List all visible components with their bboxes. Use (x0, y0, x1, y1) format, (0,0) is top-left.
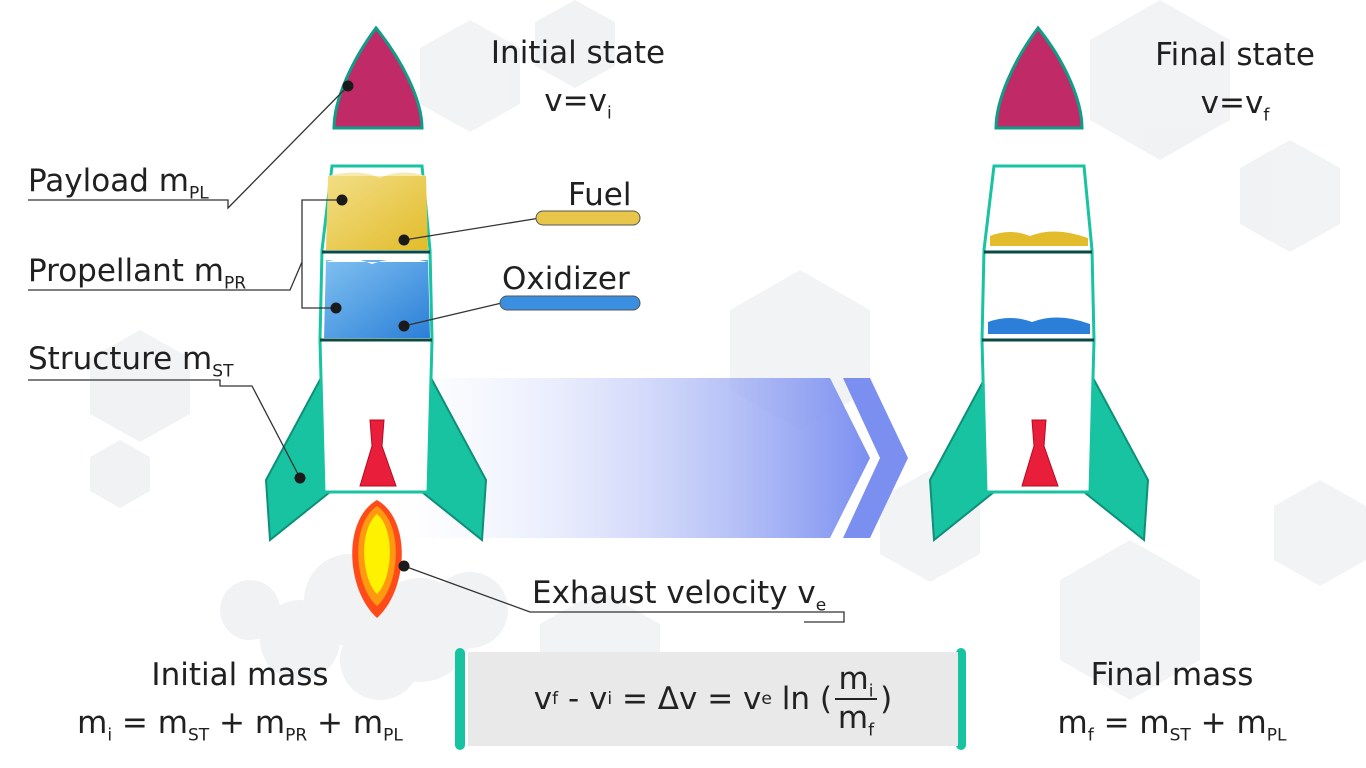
im-plus1: + m (209, 705, 286, 741)
oxidizer-swatch (499, 295, 641, 311)
final-mass-formula: mf = mST + mPL (1032, 705, 1312, 745)
structure-label-text: Structure m (28, 341, 213, 377)
propellant-label-sub: PR (224, 273, 247, 294)
mass-ratio-fraction: mi mf (834, 661, 878, 739)
im-m: m (77, 705, 108, 741)
initial-mass-formula: mi = mST + mPR + mPL (40, 705, 440, 745)
fm-st: ST (1169, 725, 1191, 746)
eq-num: m (838, 661, 869, 698)
leader-lines (28, 85, 845, 623)
im-m-sub: i (107, 725, 113, 746)
im-pl: PL (383, 725, 403, 746)
final-rocket-icon (928, 25, 1150, 542)
fm-plus1: + m (1190, 705, 1267, 741)
initial-velocity-text: v=v (544, 83, 607, 119)
exhaust-velocity-sub: e (815, 595, 827, 616)
initial-mass-title: Initial mass (40, 660, 440, 691)
velocity-arrow-icon (390, 378, 908, 538)
im-eq: = m (112, 705, 188, 741)
fm-m-sub: f (1087, 725, 1094, 746)
final-mass-title-text: Final mass (1090, 657, 1254, 693)
equation-bar-right (956, 648, 966, 750)
im-st: ST (187, 725, 210, 746)
oxidizer-label: Oxidizer (502, 264, 630, 295)
fm-m: m (1057, 705, 1088, 741)
final-velocity-sub: f (1263, 105, 1270, 126)
propellant-label-text: Propellant m (28, 253, 225, 289)
initial-state-title: Initial state (468, 38, 688, 69)
fuel-label: Fuel (568, 180, 631, 211)
eq-ln: ln ( (771, 681, 832, 717)
fuel-swatch (535, 210, 641, 226)
initial-state-velocity: v=vi (468, 83, 688, 123)
final-state-velocity: v=vf (1130, 85, 1340, 125)
exhaust-velocity-label: Exhaust velocity ve (532, 575, 826, 615)
structure-label-sub: ST (212, 361, 234, 382)
eq-den: m (837, 700, 869, 736)
final-state-title-text: Final state (1155, 37, 1315, 73)
im-plus2: + m (307, 705, 384, 741)
eq-close: ) (880, 681, 893, 717)
im-pr: PR (285, 725, 308, 746)
leader-dots (294, 80, 410, 572)
initial-mass-title-text: Initial mass (151, 657, 329, 693)
eq-minus: - v (558, 681, 608, 717)
fraction-denominator: mf (834, 700, 878, 739)
initial-rocket-icon (264, 25, 488, 618)
payload-label-sub: PL (188, 183, 209, 204)
eq-middle: = Δv = v (612, 681, 762, 717)
oxidizer-label-text: Oxidizer (502, 261, 630, 297)
payload-label: Payload mPL (28, 163, 209, 203)
final-mass-title: Final mass (1032, 660, 1312, 691)
eq-den-sub: f (868, 720, 875, 741)
initial-velocity-sub: i (606, 103, 612, 124)
final-velocity-text: v=v (1200, 85, 1264, 121)
exhaust-velocity-text: Exhaust velocity v (532, 575, 816, 611)
propellant-label: Propellant mPR (28, 253, 246, 293)
payload-label-text: Payload m (28, 163, 189, 199)
exhaust-cloud-icon (220, 554, 508, 700)
fm-eq: = m (1093, 705, 1170, 741)
initial-state-title-text: Initial state (490, 35, 666, 71)
eq-vf: v (533, 681, 553, 717)
equation-bar-left (455, 648, 465, 750)
fraction-numerator: mi (834, 661, 878, 703)
structure-label: Structure mST (28, 341, 233, 381)
fuel-label-text: Fuel (568, 177, 632, 213)
final-state-title: Final state (1130, 40, 1340, 71)
eq-num-sub: i (868, 682, 874, 703)
fm-pl: PL (1266, 725, 1287, 746)
